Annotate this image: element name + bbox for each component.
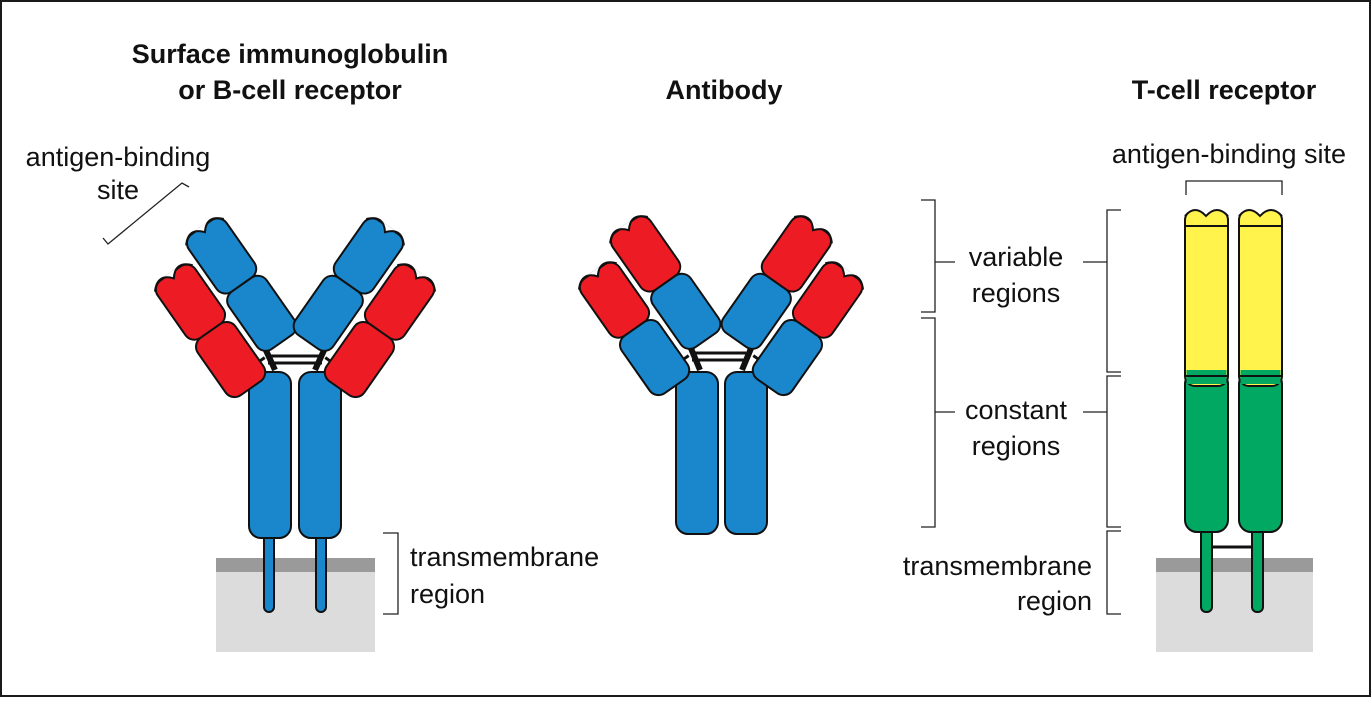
tcr-variable-domain-left <box>1184 209 1229 387</box>
constant-regions-left-bracket <box>921 317 936 528</box>
tcr-constant-domain-right <box>1238 371 1283 533</box>
antibody-heavy-chain-stem-right <box>724 371 768 535</box>
variable-regions-label-line1: variable <box>969 242 1064 272</box>
tcr-transmembrane-bracket <box>1106 530 1121 615</box>
b-cell-receptor <box>102 182 440 652</box>
bcr-membrane <box>216 572 375 652</box>
bcr-left-arm <box>150 213 298 399</box>
bcr-membrane-outer-layer <box>216 558 375 572</box>
tcr-transmembrane-tail-right <box>1251 519 1264 613</box>
antibody-heavy-chain-stem-left <box>675 371 719 535</box>
bcr-title-line1: Surface immunoglobulin <box>132 39 449 69</box>
tcr-transmembrane-label-line2: region <box>1017 586 1092 616</box>
bcr-antigen-site-bracket <box>102 182 190 245</box>
t-cell-receptor <box>1156 180 1313 652</box>
tcr-constant-domain-left <box>1184 371 1229 533</box>
tcr-transmembrane-label-line1: transmembrane <box>903 551 1092 581</box>
antibody-right-arm <box>720 211 868 397</box>
bcr-transmembrane-label-line1: transmembrane <box>410 542 599 572</box>
bcr-transmembrane-label-line2: region <box>410 579 485 609</box>
tcr-variable-domain-right <box>1238 209 1283 387</box>
bcr-title-line2: or B-cell receptor <box>178 75 402 105</box>
tcr-membrane-outer-layer <box>1156 558 1313 572</box>
variable-regions-left-bracket <box>921 199 936 313</box>
bcr-heavy-chain-stem-right <box>298 371 342 539</box>
bcr-right-arm <box>292 213 440 399</box>
tcr-title: T-cell receptor <box>1132 75 1317 105</box>
constant-regions-label-line2: regions <box>972 431 1061 461</box>
constant-regions-right-bracket <box>1106 375 1121 528</box>
bcr-heavy-chain-stem-left <box>248 371 292 539</box>
antibody-left-arm <box>574 211 722 397</box>
antibody <box>574 211 868 535</box>
antibody-title: Antibody <box>666 75 783 105</box>
bcr-antigen-site-label-line2: site <box>97 175 139 205</box>
variable-regions-right-bracket <box>1106 209 1121 373</box>
tcr-membrane <box>1156 572 1313 652</box>
variable-regions-label-line2: regions <box>972 278 1061 308</box>
bcr-transmembrane-bracket <box>383 532 399 615</box>
tcr-transmembrane-tail-left <box>1200 519 1213 613</box>
tcr-antigen-site-bracket <box>1185 180 1283 195</box>
tcr-antigen-site-label: antigen-binding site <box>1112 139 1346 169</box>
bcr-antigen-site-label-line1: antigen-binding <box>26 142 211 172</box>
constant-regions-label-line1: constant <box>965 395 1068 425</box>
